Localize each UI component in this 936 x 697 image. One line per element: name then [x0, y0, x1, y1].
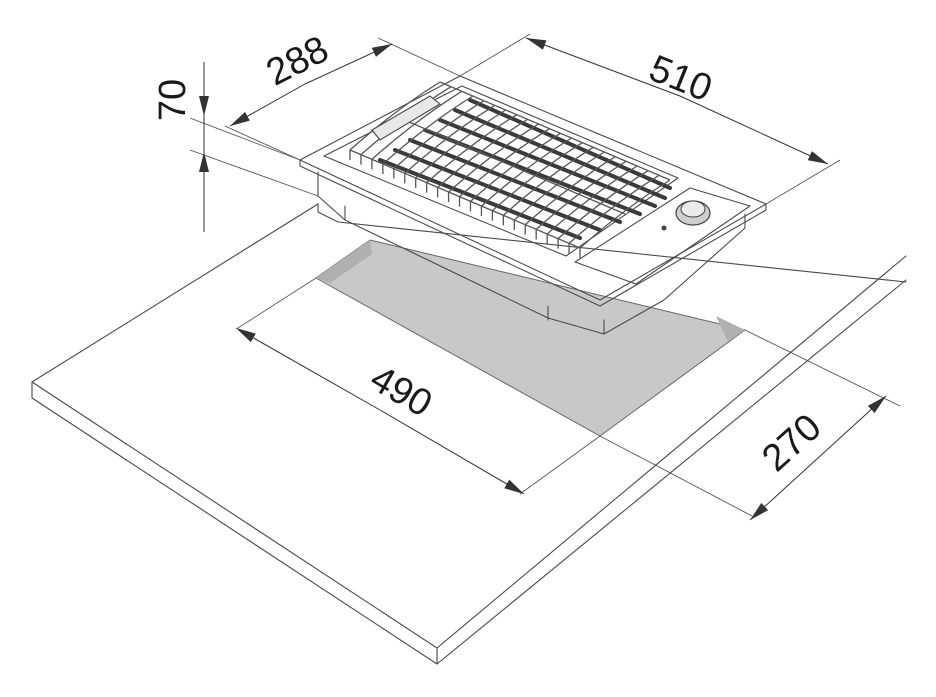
- rack-rail: [394, 115, 626, 215]
- countertop-back-edge: [31, 203, 907, 383]
- rack-wire: [502, 146, 594, 226]
- rack-wire: [349, 81, 441, 160]
- cutout-depth-label: 270: [754, 406, 829, 480]
- cutout: [315, 239, 747, 437]
- rack-wire: [436, 118, 528, 198]
- rack-wire: [535, 160, 627, 240]
- indicator-light-icon: [661, 225, 667, 231]
- cutout-width-label: 490: [363, 358, 439, 426]
- width-label: 510: [643, 48, 718, 111]
- rack-wire: [458, 128, 550, 207]
- rack-wire: [393, 100, 485, 179]
- depth-label: 288: [260, 28, 336, 94]
- appliance-body-edges: [344, 205, 605, 335]
- rack-wire: [404, 104, 496, 184]
- rack-wire: [557, 170, 649, 249]
- rack-wire: [426, 114, 518, 193]
- rack-wire: [371, 90, 463, 170]
- control-knob-top: [680, 200, 706, 218]
- grill-rack-icon: [349, 81, 671, 258]
- rack-wire: [480, 137, 572, 216]
- rack-wire: [568, 174, 660, 254]
- rack-rail: [439, 81, 671, 181]
- control-panel: [574, 187, 751, 285]
- rack-wire: [382, 95, 474, 174]
- countertop-side-edge: [436, 279, 907, 665]
- rack-wire: [469, 132, 561, 212]
- rack-wire: [415, 109, 507, 188]
- rack-wire: [491, 142, 583, 221]
- countertop-front-face: [31, 381, 438, 665]
- rack-rail: [349, 149, 581, 249]
- rack-wire: [546, 165, 638, 244]
- height-label: 70: [152, 79, 194, 121]
- appliance-frame-edge: [299, 159, 767, 307]
- appliance-body: [317, 171, 746, 335]
- rack-wire: [524, 156, 616, 235]
- rack-handle-icon: [371, 95, 441, 141]
- cutout-shadow-left: [316, 240, 372, 283]
- grill-appliance: [299, 75, 767, 335]
- countertop: [31, 203, 907, 665]
- cutout-opening: [315, 239, 747, 437]
- rack-wire: [447, 123, 539, 202]
- dimension-height: 70: [152, 62, 319, 232]
- rack-wire: [513, 151, 605, 230]
- rack-wire: [579, 179, 671, 258]
- cutout-shadow-right: [716, 316, 745, 342]
